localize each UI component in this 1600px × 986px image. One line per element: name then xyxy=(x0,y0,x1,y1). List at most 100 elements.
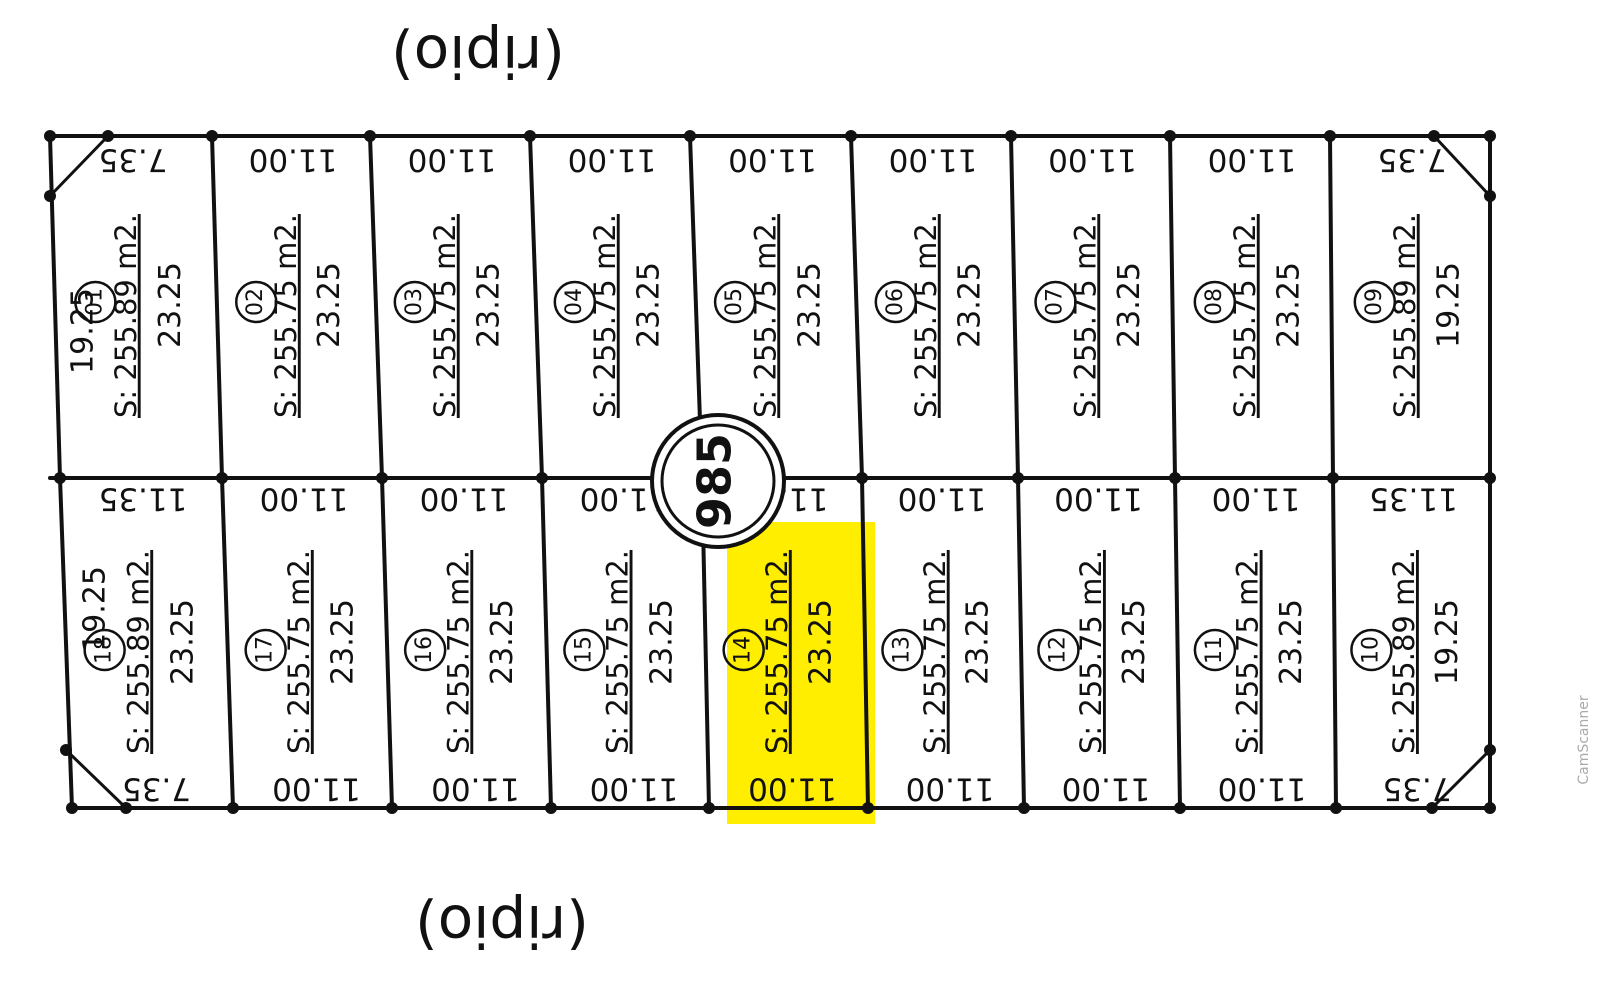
lot-06-number: 06 xyxy=(883,288,908,316)
lot-06-depth-group: 23.25 xyxy=(953,262,988,348)
lot-09-area-group: S: 255.89 m2. xyxy=(1388,214,1422,418)
lot-17-front-group: 11.00 xyxy=(260,481,349,517)
lot-17-area-group: S: 255.75 m2. xyxy=(282,550,316,754)
lot-10-front: 11.35 xyxy=(1369,481,1458,517)
lot-04-number: 04 xyxy=(562,288,587,316)
lot-05-depth: 23.25 xyxy=(792,262,827,348)
corner-dot xyxy=(684,130,696,142)
corner-dot xyxy=(44,190,56,202)
corner-dot xyxy=(1005,130,1017,142)
block-number: 985 xyxy=(688,433,742,529)
lot-05-front-group: 11.00 xyxy=(728,142,817,178)
lot-12-back: 11.00 xyxy=(1062,771,1151,807)
lot-09-depth: 19.25 xyxy=(1432,262,1467,348)
lot-12-depth: 23.25 xyxy=(1117,599,1152,685)
lot-01-number: 01 xyxy=(82,288,107,316)
lot-13-number-circle xyxy=(881,628,924,672)
corner-dot xyxy=(1484,130,1496,142)
lot-17-number: 17 xyxy=(253,636,278,664)
lot-17-area: S: 255.75 m2. xyxy=(282,550,316,754)
lot-07-number: 07 xyxy=(1043,288,1068,316)
lot-11-back: 11.00 xyxy=(1218,771,1307,807)
lot-07-number-group: 07 xyxy=(1043,288,1068,316)
lot-04-number-group: 04 xyxy=(562,288,587,316)
corner-dot xyxy=(1484,472,1496,484)
corner-dot xyxy=(54,472,66,484)
lot-18-back: 7.35 xyxy=(122,771,191,807)
lot-08-depth: 23.25 xyxy=(1272,262,1307,348)
corner-dot xyxy=(227,802,239,814)
lot-02-area: S: 255.75 m2. xyxy=(269,214,303,418)
corner-dot xyxy=(524,130,536,142)
lot-16-number-circle xyxy=(403,628,447,672)
lot-09-number: 09 xyxy=(1362,288,1387,316)
lot-15-number-circle xyxy=(563,628,606,672)
lot-04-depth: 23.25 xyxy=(632,262,667,348)
lot-08-number-circle xyxy=(1193,280,1237,324)
divider-top xyxy=(210,134,224,480)
lot-16-front-group: 11.00 xyxy=(420,481,509,517)
lot-14-number: 14 xyxy=(731,636,756,664)
lot-10-area: S: 255.89 m2. xyxy=(1387,550,1421,754)
lot-17-depth-group: 23.25 xyxy=(326,599,361,685)
lot-18-area: S: 255.89 m2. xyxy=(121,550,155,754)
lot-18-number-circle xyxy=(83,628,126,672)
lot-08-depth-group: 23.25 xyxy=(1272,262,1307,348)
lot-07-depth: 23.25 xyxy=(1112,262,1147,348)
lot-08-front-group: 11.00 xyxy=(1208,142,1297,178)
lot-01-side-group: 19.25 xyxy=(66,288,101,374)
corner-dot xyxy=(120,802,132,814)
lot-13-number: 13 xyxy=(889,636,914,664)
lot-15-number: 15 xyxy=(571,636,596,664)
lot-04-depth-group: 23.25 xyxy=(632,262,667,348)
lot-09-front-group: 7.35 xyxy=(1377,142,1446,178)
lot-09-front: 7.35 xyxy=(1377,142,1446,178)
lot-03-depth-group: 23.25 xyxy=(472,262,507,348)
divider-bottom xyxy=(380,476,394,810)
lot-01-number-circle xyxy=(74,280,117,324)
lot-03-area: S: 255.75 m2. xyxy=(428,214,462,418)
lot-10-depth-group: 19.25 xyxy=(1430,599,1465,685)
divider-top xyxy=(1168,134,1177,480)
lot-12-number: 12 xyxy=(1045,636,1070,664)
divider-bottom xyxy=(540,476,553,810)
corner-dot xyxy=(1428,130,1440,142)
corner-dot xyxy=(856,472,868,484)
lot-03-area-group: S: 255.75 m2. xyxy=(428,214,462,418)
lot-18-front: 11.35 xyxy=(99,481,188,517)
lot-15-number-group: 15 xyxy=(571,636,596,664)
lot-15-depth: 23.25 xyxy=(644,599,679,685)
lot-02-front: 11.00 xyxy=(249,142,338,178)
lot-18-side: 19.25 xyxy=(78,566,113,652)
lot-16-number-group: 16 xyxy=(412,636,437,664)
lot-12-back-group: 11.00 xyxy=(1062,771,1151,807)
lot-05-area: S: 255.75 m2. xyxy=(748,214,782,418)
lot-05-number-circle xyxy=(713,280,757,324)
lot-15-back-group: 11.00 xyxy=(590,771,679,807)
lot-01-front: 7.35 xyxy=(98,142,167,178)
corner-dot xyxy=(1169,472,1181,484)
corner-dot xyxy=(376,472,388,484)
lot-16-area: S: 255.75 m2. xyxy=(441,550,475,754)
lot-08-number: 08 xyxy=(1202,288,1227,316)
lot-08-front: 11.00 xyxy=(1208,142,1297,178)
lot-04-front-group: 11.00 xyxy=(568,142,657,178)
lot-11-number-circle xyxy=(1193,628,1237,672)
block-number-badge: 985 xyxy=(650,413,786,549)
lot-10-number-circle xyxy=(1350,628,1393,672)
lot-01-area-group: S: 255.89 m2. xyxy=(109,214,143,418)
lot-13-front-group: 11.00 xyxy=(898,481,987,517)
lot-16-back-group: 11.00 xyxy=(431,771,520,807)
lot-12-number-circle xyxy=(1037,628,1080,672)
lot-02-number-group: 02 xyxy=(243,288,268,316)
lot-13-number-group: 13 xyxy=(889,636,914,664)
lot-12-area-group: S: 255.75 m2. xyxy=(1074,550,1108,754)
lot-07-number-circle xyxy=(1034,280,1077,324)
